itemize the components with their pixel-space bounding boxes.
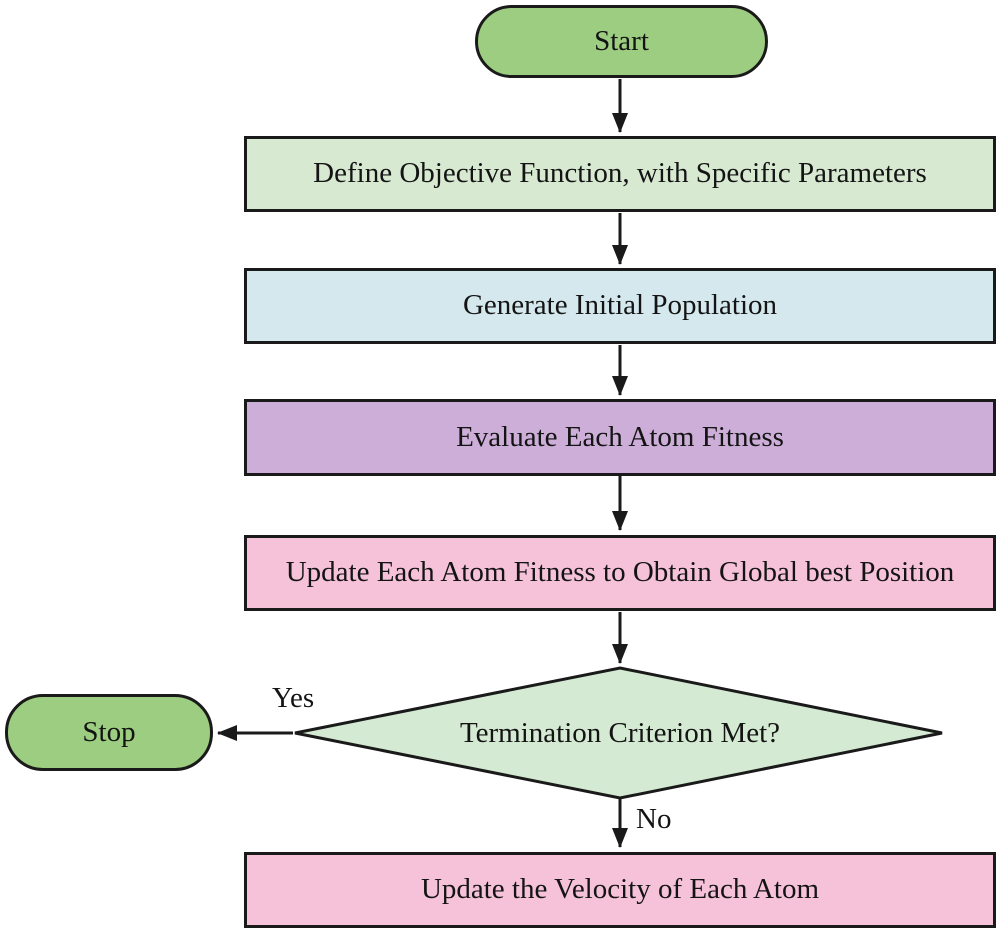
- node-stop-label: Stop: [82, 715, 136, 748]
- node-start: Start: [475, 5, 768, 78]
- edge-label-no: No: [636, 803, 672, 835]
- edge-label-yes: Yes: [272, 682, 315, 714]
- node-define-objective: Define Objective Function, with Specific…: [244, 136, 996, 212]
- node-update-velocity: Update the Velocity of Each Atom: [244, 852, 996, 928]
- node-update-fitness-label: Update Each Atom Fitness to Obtain Globa…: [285, 556, 955, 589]
- decision-diamond-shape: [294, 666, 943, 800]
- node-evaluate-fitness: Evaluate Each Atom Fitness: [244, 399, 996, 476]
- node-stop: Stop: [5, 694, 213, 771]
- node-define-objective-label: Define Objective Function, with Specific…: [313, 157, 927, 190]
- node-generate-population-label: Generate Initial Population: [462, 289, 778, 322]
- node-termination-label: Termination Criterion Met?: [459, 716, 781, 749]
- node-evaluate-fitness-label: Evaluate Each Atom Fitness: [456, 420, 784, 453]
- node-termination-label-wrap: Termination Criterion Met?: [320, 714, 920, 752]
- node-update-velocity-label: Update the Velocity of Each Atom: [420, 873, 820, 906]
- node-update-fitness: Update Each Atom Fitness to Obtain Globa…: [244, 535, 996, 611]
- node-start-label: Start: [594, 24, 649, 57]
- node-generate-population: Generate Initial Population: [244, 268, 996, 344]
